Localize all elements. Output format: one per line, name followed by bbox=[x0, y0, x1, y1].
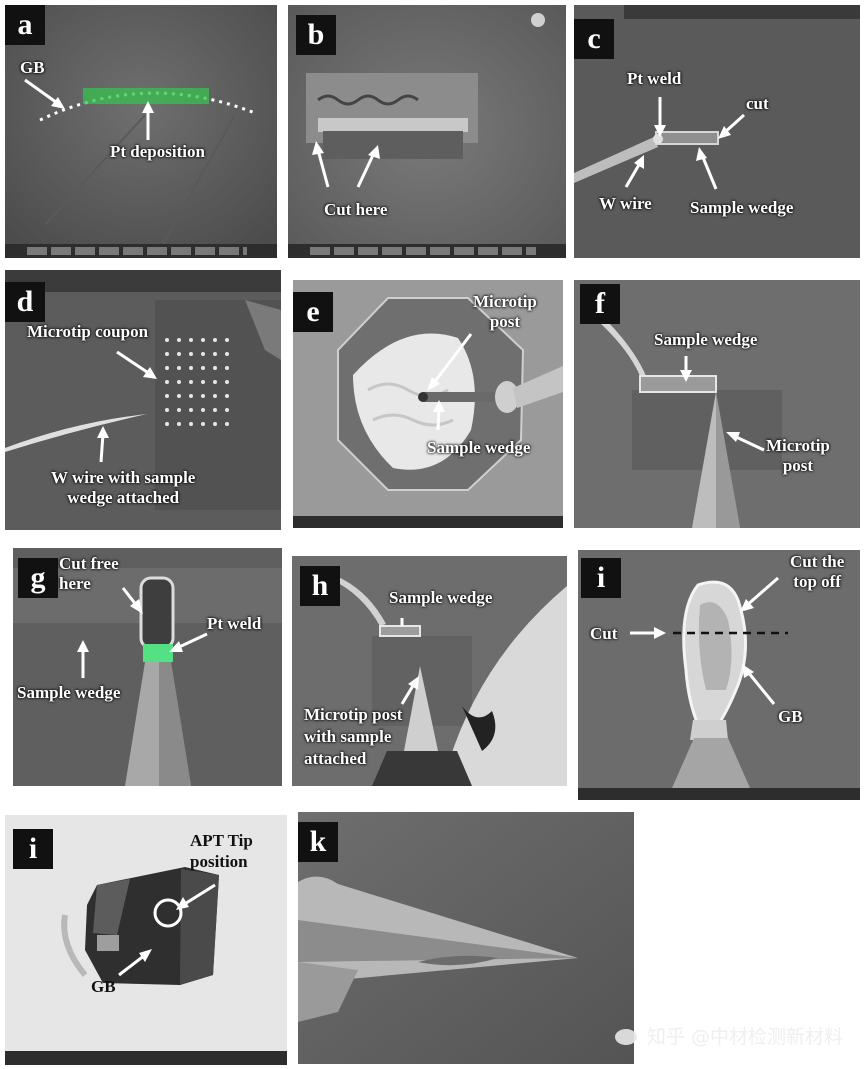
microtip-coupon-label: Microtip coupon bbox=[27, 322, 149, 341]
sem-image-d bbox=[5, 270, 281, 530]
pt-weld-box bbox=[143, 644, 173, 662]
sample-wedge-label: Sample wedge bbox=[427, 438, 531, 457]
sample-wedge-label: Sample wedge bbox=[17, 683, 121, 702]
panel-d: d Microtip coupon W wire with sample wed… bbox=[5, 270, 281, 530]
cut-free-label: Cut free here bbox=[59, 554, 119, 594]
panel-e: e Microtip post Sample wedge bbox=[293, 280, 563, 528]
microtip-array bbox=[165, 338, 229, 426]
panel-h: h Sample wedge Microtip post with sample… bbox=[292, 556, 567, 786]
sample-wedge-label: Sample wedge bbox=[389, 588, 493, 607]
cut-label: cut bbox=[746, 94, 769, 113]
panel-label-h: h bbox=[300, 566, 340, 606]
w-wire-attached-label: W wire with sample wedge attached bbox=[51, 468, 195, 508]
w-wire-line2: wedge attached bbox=[67, 488, 180, 507]
panel-label-i-cut: i bbox=[581, 558, 621, 598]
panel-i-cut: i Cut the top off Cut GB bbox=[578, 550, 860, 800]
pt-deposition-label: Pt deposition bbox=[110, 142, 205, 161]
panel-label-g: g bbox=[18, 558, 58, 598]
post-line2: with sample bbox=[304, 727, 392, 746]
panel-g: g Cut free here Pt weld Sample wedge bbox=[13, 548, 282, 786]
apt-tip-label: APT Tip position bbox=[190, 830, 253, 872]
w-wire-line1: W wire with sample bbox=[51, 468, 196, 487]
sem-info-bar bbox=[288, 244, 566, 258]
gb-label: GB bbox=[20, 58, 45, 77]
panel-label-f: f bbox=[580, 284, 620, 324]
panel-a: a GB Pt deposition bbox=[5, 5, 277, 258]
post-attached-label: Microtip post with sample attached bbox=[304, 704, 402, 770]
cut-top-label: Cut the top off bbox=[790, 552, 844, 592]
cut-label: Cut bbox=[590, 624, 618, 643]
panel-label-i-apt: i bbox=[13, 829, 53, 869]
panel-label-c: c bbox=[574, 19, 614, 59]
apt-line1: APT Tip bbox=[190, 831, 253, 850]
microtip-post-label: Microtip post bbox=[766, 436, 830, 476]
sem-image-e bbox=[293, 280, 563, 528]
apt-line2: position bbox=[190, 852, 248, 871]
panel-i-apt: i APT Tip position GB bbox=[5, 815, 287, 1065]
w-wire-label: W wire bbox=[599, 194, 652, 213]
post-line3: attached bbox=[304, 749, 367, 768]
cut-top-line1: Cut the bbox=[790, 552, 845, 571]
sem-image-k bbox=[298, 812, 634, 1064]
sem-info-bar bbox=[5, 244, 277, 258]
gb-label: GB bbox=[91, 977, 116, 996]
panel-k: k bbox=[298, 812, 634, 1064]
sample-wedge-label: Sample wedge bbox=[654, 330, 758, 349]
sem-image-h bbox=[292, 556, 567, 786]
microtip-line1: Microtip bbox=[766, 436, 830, 455]
apt-tip-circle bbox=[153, 898, 183, 928]
panel-b: b Cut here bbox=[288, 5, 566, 258]
watermark-text: 知乎 @中材检测新材料 bbox=[646, 1026, 843, 1048]
cut-top-line2: top off bbox=[793, 572, 841, 591]
sem-image-c bbox=[574, 5, 860, 258]
pt-weld-label: Pt weld bbox=[627, 69, 682, 88]
post-line1: Microtip post bbox=[304, 705, 403, 724]
watermark: 知乎 @中材检测新材料 bbox=[614, 1022, 843, 1049]
pt-deposition-box bbox=[83, 88, 209, 104]
sem-image-a bbox=[5, 5, 277, 258]
panel-c: c Pt weld cut W wire Sample wedge bbox=[574, 5, 860, 258]
cut-here-label: Cut here bbox=[324, 200, 388, 219]
gb-label: GB bbox=[778, 707, 803, 726]
sample-wedge-label: Sample wedge bbox=[690, 198, 794, 217]
sem-image-i-cut bbox=[578, 550, 860, 800]
panel-label-b: b bbox=[296, 15, 336, 55]
pt-weld-label: Pt weld bbox=[207, 614, 262, 633]
wechat-icon bbox=[614, 1029, 637, 1045]
panel-label-d: d bbox=[5, 282, 45, 322]
microtip-line2: post bbox=[782, 456, 814, 475]
panel-f: f Sample wedge Microtip post bbox=[574, 280, 860, 528]
cut-free-line2: here bbox=[59, 574, 91, 593]
cut-free-line1: Cut free bbox=[59, 554, 119, 573]
sem-image-f bbox=[574, 280, 860, 528]
panel-label-k: k bbox=[298, 822, 338, 862]
panel-label-a: a bbox=[5, 5, 45, 45]
panel-label-e: e bbox=[293, 292, 333, 332]
microtip-line2: post bbox=[489, 312, 521, 331]
microtip-post-label: Microtip post bbox=[473, 292, 537, 332]
microtip-line1: Microtip bbox=[473, 292, 537, 311]
